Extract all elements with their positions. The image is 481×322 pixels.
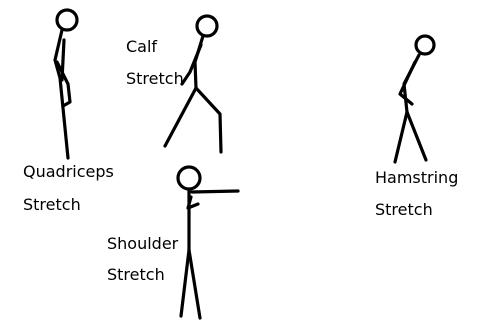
calf-label-line1: Calf [126,36,157,58]
calf-figure-arm [182,45,201,84]
quadriceps-stretch-figure [55,10,77,158]
calf-figure-front-leg [196,88,221,152]
shoulder-figure-extended-arm [192,191,238,192]
shoulder-figure-bent-arm [188,197,198,208]
shoulder-label-line1: Shoulder [107,233,178,255]
shoulder-label-line2: Stretch [107,264,165,286]
shoulder-figure-left-leg [181,250,189,316]
hamstring-figure-arm [400,62,415,104]
hamstring-label-line2: Stretch [375,199,433,221]
hamstring-figure-head [416,36,434,54]
quadriceps-figure-body [55,30,68,158]
shoulder-figure-right-leg [189,250,200,318]
shoulder-figure-head [178,167,200,189]
hamstring-stretch-figure [395,36,434,162]
calf-figure-back-leg [165,88,196,146]
quadriceps-figure-head [57,10,77,30]
quadriceps-label-line2: Stretch [23,194,81,216]
quadriceps-figure-arm [62,40,64,80]
quadriceps-label-line1: Quadriceps [23,161,114,183]
calf-figure-head [197,16,217,36]
hamstring-label-line1: Hamstring [375,167,458,189]
hamstring-figure-front-leg [407,112,426,160]
hamstring-figure-back-leg [395,112,407,162]
calf-label-line2: Stretch [126,68,184,90]
shoulder-stretch-figure [178,167,238,318]
